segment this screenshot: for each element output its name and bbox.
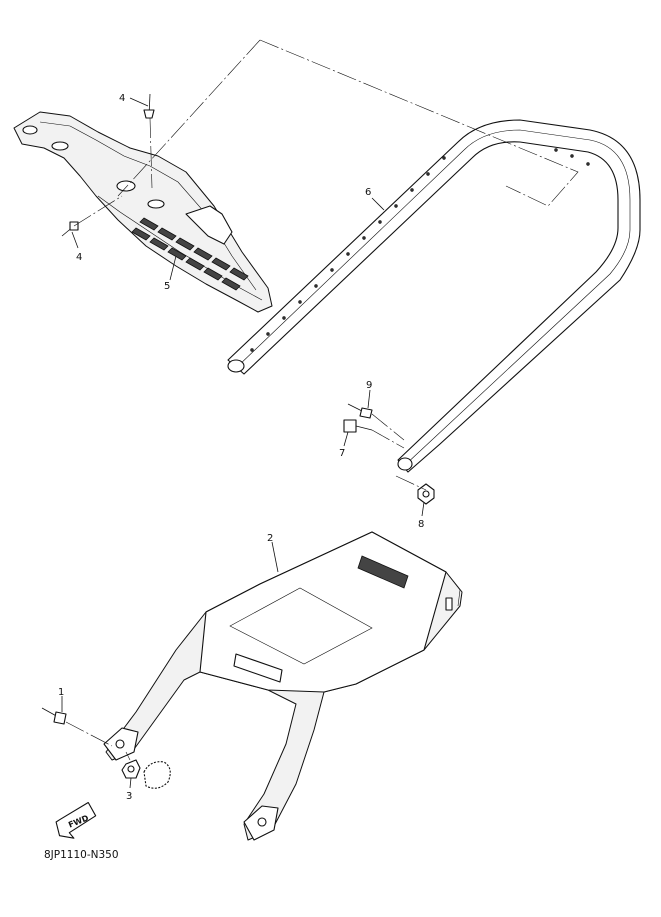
callout-8: 8 [418,519,424,530]
callout-9: 9 [366,380,372,391]
part-7-bolt [343,419,373,433]
callout-3: 3 [126,791,132,802]
callout-7: 7 [339,448,345,459]
part-3-grommet [121,759,141,779]
part-4-screw-left [61,221,79,237]
callout-5: 5 [164,281,170,292]
callout-2: 2 [267,533,273,544]
part-5-bracket [13,111,273,313]
drawing-code: 8JP1110-N350 [44,849,119,861]
part-1-fastener [41,707,67,725]
callout-4-top: 4 [119,93,125,104]
callout-6: 6 [365,187,371,198]
callout-labels: 4 4 5 6 9 7 8 2 1 3 [58,93,424,802]
part-8-nut [417,483,435,505]
part-2-seat-cowl [103,531,463,841]
assembly-lines [65,39,579,761]
rubber-pad [143,761,171,789]
part-9-fastener [347,403,373,419]
fwd-arrow: FWD [55,801,97,839]
part-6-grab-bar [227,119,641,473]
leader-lines [61,97,425,789]
callout-4-left: 4 [76,252,82,263]
callout-1: 1 [58,687,64,698]
grab-bar-holes [250,148,590,352]
bracket-grille [131,217,249,291]
part-4-screw-top [143,93,155,119]
